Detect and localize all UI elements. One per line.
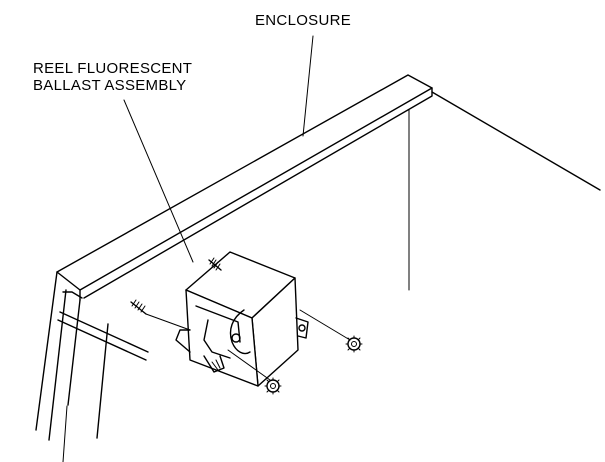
enclosure-frame [35, 74, 601, 441]
nut-right [345, 335, 363, 353]
stud-lower [130, 299, 147, 315]
enclosure-label: ENCLOSURE [255, 12, 352, 29]
nut-lower [264, 377, 282, 395]
bottom-leader [62, 405, 68, 462]
ballast-label-line-1: REEL FLUORESCENT [33, 60, 193, 77]
ballast-leader [123, 99, 194, 263]
ballast-assembly-label: REEL FLUORESCENT BALLAST ASSEMBLY [33, 60, 192, 94]
enclosure-leader [302, 35, 314, 137]
lock-nuts [264, 335, 363, 395]
ballast-label-line-2: BALLAST ASSEMBLY [33, 77, 187, 94]
stud-upper [208, 257, 222, 271]
leader-lines [62, 35, 410, 462]
mounting-studs [130, 257, 351, 381]
ballast-assembly [175, 251, 309, 387]
